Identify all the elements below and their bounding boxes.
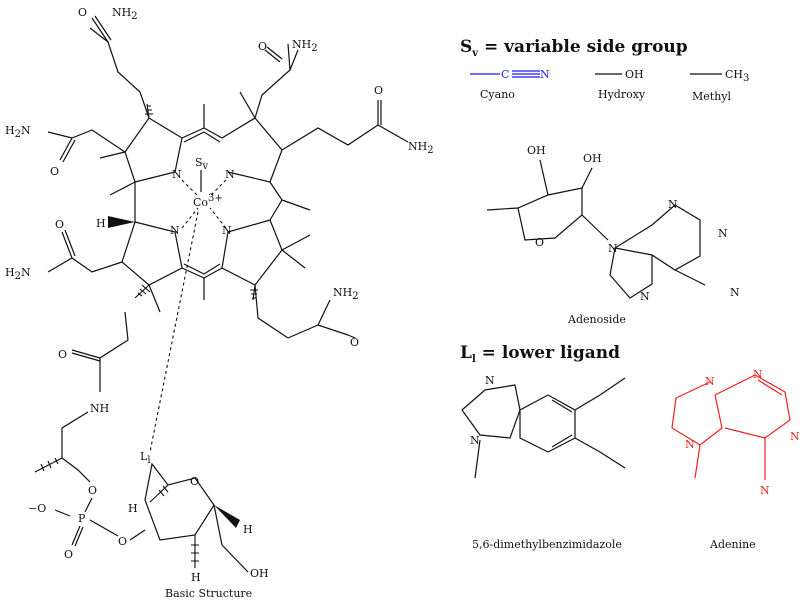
atom-c: C [501, 68, 509, 81]
atom-n: N [485, 374, 495, 387]
cobalt-center: N N N N Co3+ Sv [149, 156, 235, 453]
atom-n: N [470, 434, 480, 447]
corrin-ring: H [96, 91, 311, 313]
atom-n: N [705, 375, 715, 388]
atom-n: N [170, 224, 180, 237]
atom-o: O [64, 548, 73, 561]
label-hydroxy: Hydroxy [598, 88, 646, 101]
atom-h: H [191, 571, 201, 584]
atom-o: O [50, 165, 59, 178]
atom-o: O [88, 484, 97, 497]
atom-ll: Ll [140, 450, 151, 466]
atom-h: H [128, 502, 138, 515]
atom-o: O [118, 535, 127, 548]
atom-o: O [78, 6, 87, 19]
atom-minus-o: −O [28, 502, 46, 515]
atom-oh: OH [527, 144, 546, 157]
atom-h: H [96, 217, 106, 230]
side-chain-right-amide: O NH2 [281, 84, 434, 156]
basic-structure-caption: Basic Structure [165, 587, 252, 600]
atom-h: H [243, 523, 253, 536]
label-cyano: Cyano [480, 88, 515, 101]
atom-n: N [760, 484, 770, 497]
cyano-group: C N Cyano [470, 68, 550, 101]
atom-o: O [190, 475, 199, 488]
atom-n: N [172, 168, 182, 181]
adenoside-structure: OH OH O N N N N N Adenoside [486, 144, 740, 326]
atom-co: Co3+ [193, 193, 223, 209]
atom-n: N [668, 198, 678, 211]
atom-o: O [374, 84, 383, 97]
atom-sv: Sv [195, 156, 209, 172]
atom-oh: OH [583, 152, 602, 165]
ribose-ring: Ll O H H H OH [128, 450, 269, 584]
label-methyl: Methyl [692, 90, 731, 103]
dmb-structure: N N 5,6-dimethylbenzimidazole [461, 374, 626, 551]
atom-n: N [225, 168, 235, 181]
atom-nh2: NH2 [333, 286, 359, 302]
section-title-ll: Ll = lower ligand [460, 343, 620, 365]
side-chain-left-amide-lower: O H2N [5, 218, 123, 282]
hydroxy-group: OH Hydroxy [595, 68, 646, 101]
atom-nh2: NH2 [292, 38, 318, 54]
atom-oh: OH [250, 567, 269, 580]
adenoside-caption: Adenoside [567, 313, 626, 326]
atom-n: N [718, 227, 728, 240]
atom-o: O [535, 236, 544, 249]
atom-n: N [790, 430, 800, 443]
atom-oh: OH [625, 68, 644, 81]
atom-o: O [58, 348, 67, 361]
atom-h2n: H2N [5, 124, 31, 140]
atom-n: N [753, 368, 763, 381]
atom-n: N [640, 290, 650, 303]
side-chain-top-left-amide: O NH2 [78, 6, 150, 119]
atom-h2n: H2N [5, 266, 31, 282]
atom-nh2: NH2 [112, 6, 138, 22]
atom-n: N [608, 242, 618, 255]
adenine-caption: Adenine [709, 538, 756, 551]
atom-o: O [55, 218, 64, 231]
adenine-structure: N N N N N Adenine [671, 368, 800, 551]
methyl-group: CH3 Methyl [690, 68, 749, 103]
atom-ch3: CH3 [725, 68, 749, 84]
atom-n: N [685, 438, 695, 451]
atom-n: N [730, 286, 740, 299]
atom-nh: NH [90, 402, 109, 415]
variable-side-group-section: Sv = variable side group C N Cyano OH Hy… [460, 37, 749, 103]
atom-p: P [78, 512, 86, 525]
side-chain-lower-right-amide: NH2 O [254, 284, 359, 349]
side-chain-left-amide-upper: H2N O [5, 124, 126, 178]
atom-o: O [350, 336, 359, 349]
atom-n: N [540, 68, 550, 81]
side-chain-top-right-amide: O NH2 [254, 38, 318, 119]
atom-nh2: NH2 [408, 140, 434, 156]
dmb-caption: 5,6-dimethylbenzimidazole [472, 538, 622, 551]
atom-o: O [258, 40, 267, 53]
cobalamin-basic-structure: O NH2 O NH2 O NH2 H2N O [5, 6, 434, 600]
atom-n: N [222, 224, 232, 237]
section-title-sv: Sv = variable side group [460, 37, 688, 59]
lower-ligand-section: Ll = lower ligand [460, 343, 620, 365]
nucleotide-loop: O NH O P −O O O [28, 311, 146, 561]
